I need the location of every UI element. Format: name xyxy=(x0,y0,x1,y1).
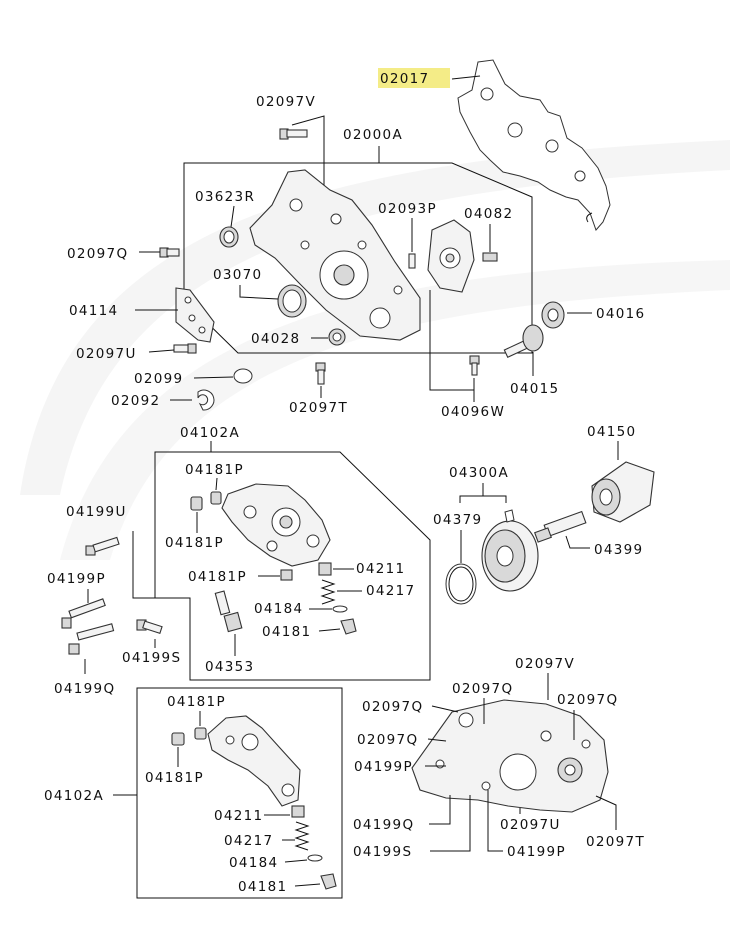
label-02097U-left[interactable]: 02097U xyxy=(76,346,137,362)
label-02097T-b[interactable]: 02097T xyxy=(586,834,645,850)
label-02000A[interactable]: 02000A xyxy=(343,127,403,143)
front-case xyxy=(249,169,421,341)
label-04184-b[interactable]: 04184 xyxy=(229,855,278,871)
label-02017[interactable]: 02017 xyxy=(380,71,429,87)
label-04199P-b[interactable]: 04199P xyxy=(354,759,413,775)
label-04199S-left[interactable]: 04199S xyxy=(122,650,181,666)
oil-filter-04150 xyxy=(591,461,655,523)
plug-04181P-d xyxy=(194,727,207,740)
plug-04181P-b xyxy=(190,496,203,511)
label-02097Q-b3[interactable]: 02097Q xyxy=(557,692,618,708)
label-04300A[interactable]: 04300A xyxy=(449,465,509,481)
label-04181P-b[interactable]: 04181P xyxy=(165,535,224,551)
plug-04211-a xyxy=(318,562,332,576)
oil-cooler-04300A xyxy=(481,509,539,592)
label-04379[interactable]: 04379 xyxy=(433,512,482,528)
label-04096W[interactable]: 04096W xyxy=(441,404,505,420)
label-04199Q-left[interactable]: 04199Q xyxy=(54,681,115,697)
gasket-04184-b xyxy=(307,854,323,862)
label-04181P-c[interactable]: 04181P xyxy=(188,569,247,585)
label-02097Q-left[interactable]: 02097Q xyxy=(67,246,128,262)
label-04217-a[interactable]: 04217 xyxy=(366,583,415,599)
front-case-gasket xyxy=(457,59,611,231)
oil-pressure-switch-04353 xyxy=(214,590,243,633)
label-02097Q-b4[interactable]: 02097Q xyxy=(357,732,418,748)
label-03623R[interactable]: 03623R xyxy=(195,189,255,205)
label-04184-a[interactable]: 04184 xyxy=(254,601,303,617)
bolt-02097Q-left xyxy=(159,247,180,258)
label-04114[interactable]: 04114 xyxy=(69,303,118,319)
label-02097V-top[interactable]: 02097V xyxy=(256,94,316,110)
label-04199P-left[interactable]: 04199P xyxy=(47,571,106,587)
bolt-04199P xyxy=(61,598,106,629)
label-04016[interactable]: 04016 xyxy=(596,306,645,322)
label-04181P-d[interactable]: 04181P xyxy=(167,694,226,710)
label-04399[interactable]: 04399 xyxy=(594,542,643,558)
filter-bracket xyxy=(221,483,331,567)
label-04028[interactable]: 04028 xyxy=(251,331,300,347)
oil-seal-03070 xyxy=(277,284,307,318)
label-04015[interactable]: 04015 xyxy=(510,381,559,397)
filter-bracket-2 xyxy=(207,715,301,807)
label-04217-b[interactable]: 04217 xyxy=(224,833,273,849)
label-02097Q-b1[interactable]: 02097Q xyxy=(362,699,423,715)
label-02093P[interactable]: 02093P xyxy=(378,201,437,217)
bolt-04199S xyxy=(136,619,163,635)
label-04211-b[interactable]: 04211 xyxy=(214,808,263,824)
label-04150[interactable]: 04150 xyxy=(587,424,636,440)
label-02099[interactable]: 02099 xyxy=(134,371,183,387)
label-02097T-mid[interactable]: 02097T xyxy=(289,400,348,416)
gear-04016 xyxy=(541,301,565,329)
bolt-02097T-mid xyxy=(315,362,326,385)
label-04181P-a[interactable]: 04181P xyxy=(185,462,244,478)
plug-04211-b xyxy=(291,805,305,818)
plug-04181-a xyxy=(340,618,357,635)
bolt-04096W xyxy=(469,355,480,376)
label-02092[interactable]: 02092 xyxy=(111,393,160,409)
seal-03623R xyxy=(219,226,239,248)
bolt-02097V xyxy=(279,128,308,140)
bolt-02097U xyxy=(173,343,197,354)
label-04199S-b[interactable]: 04199S xyxy=(353,844,412,860)
label-04181-a[interactable]: 04181 xyxy=(262,624,311,640)
plug-04181P-e xyxy=(171,732,185,746)
snap-ring-02092 xyxy=(197,389,215,411)
bolt-04199Q xyxy=(68,623,115,655)
label-04181-b[interactable]: 04181 xyxy=(238,879,287,895)
label-04199U[interactable]: 04199U xyxy=(66,504,127,520)
bolt-04199U xyxy=(85,536,120,556)
o-ring-04028 xyxy=(328,328,346,346)
label-04102A-bot[interactable]: 04102A xyxy=(44,788,104,804)
highlighted-part-label-bg xyxy=(378,68,450,88)
oil-pump-body xyxy=(411,699,609,813)
ring-02099 xyxy=(233,368,253,384)
spring-04217-b xyxy=(294,821,310,851)
label-02097Q-b2[interactable]: 02097Q xyxy=(452,681,513,697)
nipple-04399 xyxy=(534,510,587,543)
plug-04181P-c xyxy=(280,569,293,581)
label-02097U-b[interactable]: 02097U xyxy=(500,817,561,833)
label-03070[interactable]: 03070 xyxy=(213,267,262,283)
label-04211-a[interactable]: 04211 xyxy=(356,561,405,577)
label-04353[interactable]: 04353 xyxy=(205,659,254,675)
cover-plate-04114 xyxy=(175,287,215,343)
label-04082[interactable]: 04082 xyxy=(464,206,513,222)
label-04199Q-b[interactable]: 04199Q xyxy=(353,817,414,833)
pin-02093P xyxy=(408,253,416,269)
label-04199P-c[interactable]: 04199P xyxy=(507,844,566,860)
gasket-04184-a xyxy=(332,605,348,613)
o-ring-04379 xyxy=(445,563,477,605)
shaft-04015 xyxy=(503,324,544,359)
pump-cover-04082 xyxy=(427,219,498,293)
label-02097V-bot[interactable]: 02097V xyxy=(515,656,575,672)
plug-04181P-a xyxy=(210,491,222,505)
label-04102A-top[interactable]: 04102A xyxy=(180,425,240,441)
spring-04217-a xyxy=(320,579,336,605)
group-outline-04102A-bottom xyxy=(136,687,343,899)
plug-04181-b xyxy=(320,873,337,890)
label-04181P-e[interactable]: 04181P xyxy=(145,770,204,786)
